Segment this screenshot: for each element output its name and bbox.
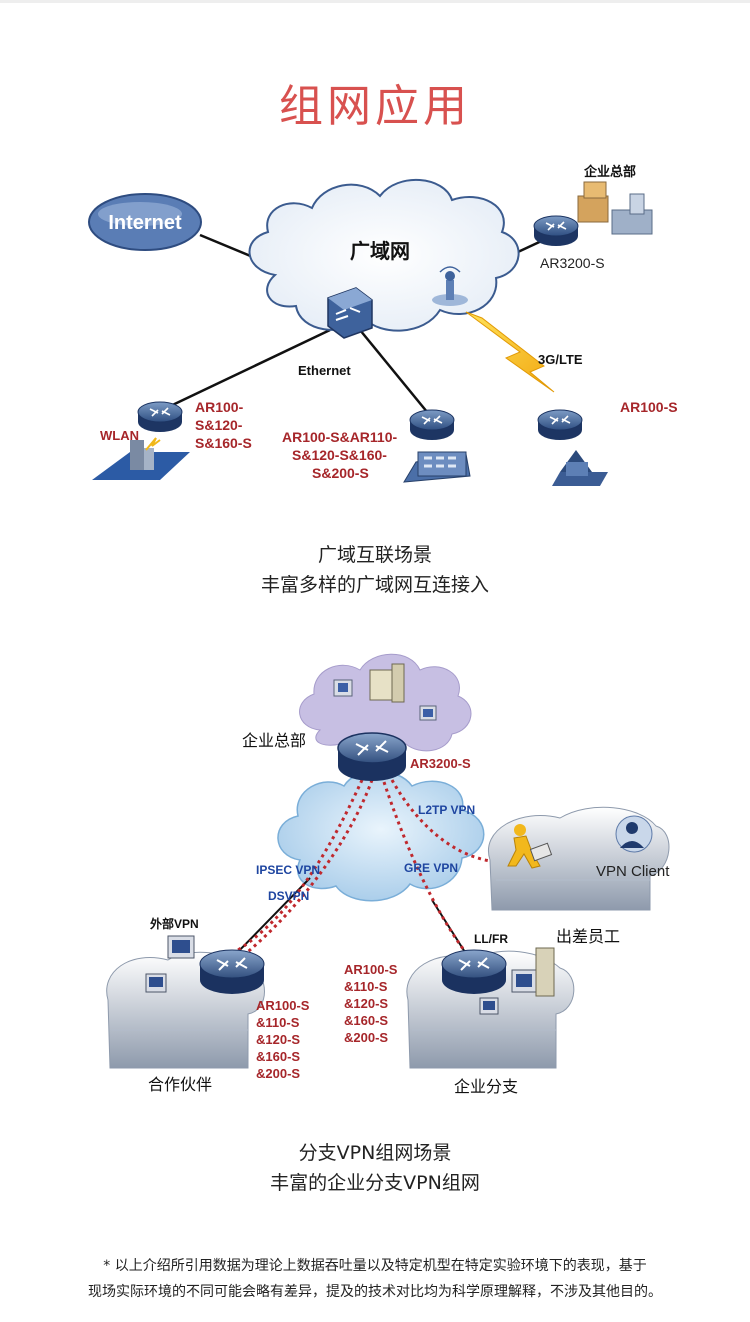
partner-label: 合作伙伴 xyxy=(148,1076,212,1094)
caption-vpn: 分支VPN组网场景 丰富的企业分支VPN组网 xyxy=(0,1138,750,1198)
llfr-label: LL/FR xyxy=(474,932,508,946)
vpn-client-label: VPN Client xyxy=(596,863,670,880)
wan-label: 广域网 xyxy=(350,239,410,263)
home-icon xyxy=(552,450,608,486)
svg-text:&120-S: &120-S xyxy=(344,996,388,1011)
hq2-model-label: AR3200-S xyxy=(410,756,471,771)
svg-text:AR100-S: AR100-S xyxy=(256,998,310,1013)
l2tp-label: L2TP VPN xyxy=(418,803,475,817)
svg-text:&200-S: &200-S xyxy=(256,1066,300,1081)
footnote-line2: 现场实际环境的不同可能会略有差异，提及的技术对比均为科学原理解释，不涉及其他目的… xyxy=(88,1284,662,1300)
wlan-label: WLAN xyxy=(100,428,139,443)
gre-label: GRE VPN xyxy=(404,861,458,875)
lte-bolt-icon xyxy=(465,311,555,393)
base-station-icon xyxy=(432,266,468,306)
top-divider xyxy=(0,0,750,3)
hq2-label: 企业总部 xyxy=(242,732,306,750)
caption-vpn-subtitle: 丰富的企业分支VPN组网 xyxy=(270,1172,480,1194)
page-title: 组网应用 xyxy=(279,81,471,132)
caption-wan-title: 广域互联场景 xyxy=(317,544,432,566)
svg-text:AR100-S: AR100-S xyxy=(344,962,398,977)
vpn-tunnels xyxy=(229,779,501,962)
wlan-router-icon xyxy=(137,401,183,432)
wan-diagram: 广域网 Internet 3G/LTE Ethernet 企业总部 AR3200… xyxy=(88,164,678,486)
svg-text:Internet: Internet xyxy=(108,212,182,234)
svg-text:&120-S: &120-S xyxy=(256,1032,300,1047)
hq-building-icon xyxy=(577,181,653,235)
svg-text:&110-S: &110-S xyxy=(344,979,388,994)
home-router-icon xyxy=(537,409,583,440)
svg-text:S&120-S&160-: S&120-S&160- xyxy=(292,447,387,463)
caption-wan-subtitle: 丰富多样的广域网互连接入 xyxy=(260,574,489,596)
ipsec-label: IPSEC VPN xyxy=(256,863,320,877)
wlan-site-icon xyxy=(92,437,190,480)
core-switch-icon xyxy=(327,287,373,339)
caption-vpn-title: 分支VPN组网场景 xyxy=(298,1142,452,1164)
left-model-label: AR100- S&120- S&160-S xyxy=(195,399,252,451)
branch-office-icon xyxy=(403,451,471,483)
footnote: * 以上介绍所引用数据为理论上数据吞吐量以及特定机型在特定实验环境下的表现，基于… xyxy=(0,1253,750,1305)
branch-server-icon xyxy=(479,947,555,1015)
partner-pc-icon xyxy=(145,935,195,993)
partner-router-icon xyxy=(199,949,265,994)
svg-text:AR100-: AR100- xyxy=(195,399,244,415)
branch-router-icon xyxy=(409,409,455,440)
partner-model-label: AR100-S &110-S &120-S &160-S &200-S xyxy=(256,998,310,1081)
svg-text:&200-S: &200-S xyxy=(344,1030,388,1045)
hq-label: 企业总部 xyxy=(583,164,636,179)
dsvpn-label: DSVPN xyxy=(268,889,309,903)
caption-wan: 广域互联场景 丰富多样的广域网互连接入 xyxy=(0,540,750,600)
svg-text:S&120-: S&120- xyxy=(195,417,243,433)
vpn-cloud xyxy=(277,770,485,902)
external-vpn-label: 外部VPN xyxy=(150,916,199,931)
internet-bubble: Internet xyxy=(88,193,202,251)
branch-model-label: AR100-S &110-S &120-S &160-S &200-S xyxy=(344,962,398,1045)
svg-text:AR100-S&AR110-: AR100-S&AR110- xyxy=(282,429,397,445)
branch-label: 企业分支 xyxy=(454,1078,518,1096)
branch-router2-icon xyxy=(441,949,507,994)
traveler-icon xyxy=(507,824,553,869)
home-model-label: AR100-S xyxy=(620,399,678,415)
ar3200-label: AR3200-S xyxy=(540,255,605,271)
svg-text:&160-S: &160-S xyxy=(256,1049,300,1064)
lte-label: 3G/LTE xyxy=(538,352,583,367)
vpn-client-user-icon xyxy=(615,815,653,853)
footnote-line1: * 以上介绍所引用数据为理论上数据吞吐量以及特定机型在特定实验环境下的表现，基于 xyxy=(103,1258,647,1274)
hq2-router-icon xyxy=(337,732,407,781)
svg-text:S&200-S: S&200-S xyxy=(312,465,369,481)
ethernet-label: Ethernet xyxy=(298,363,351,378)
svg-text:&110-S: &110-S xyxy=(256,1015,300,1030)
hq-router-icon xyxy=(533,215,579,246)
mid-model-label: AR100-S&AR110- S&120-S&160- S&200-S xyxy=(282,429,397,481)
svg-text:S&160-S: S&160-S xyxy=(195,435,252,451)
vpn-diagram: 企业总部 AR3200-S L2TP VPN IPSEC VPN DSVPN G… xyxy=(106,653,670,1096)
travel-label: 出差员工 xyxy=(556,928,620,946)
hq-servers-icon xyxy=(333,663,437,721)
svg-text:&160-S: &160-S xyxy=(344,1013,388,1028)
